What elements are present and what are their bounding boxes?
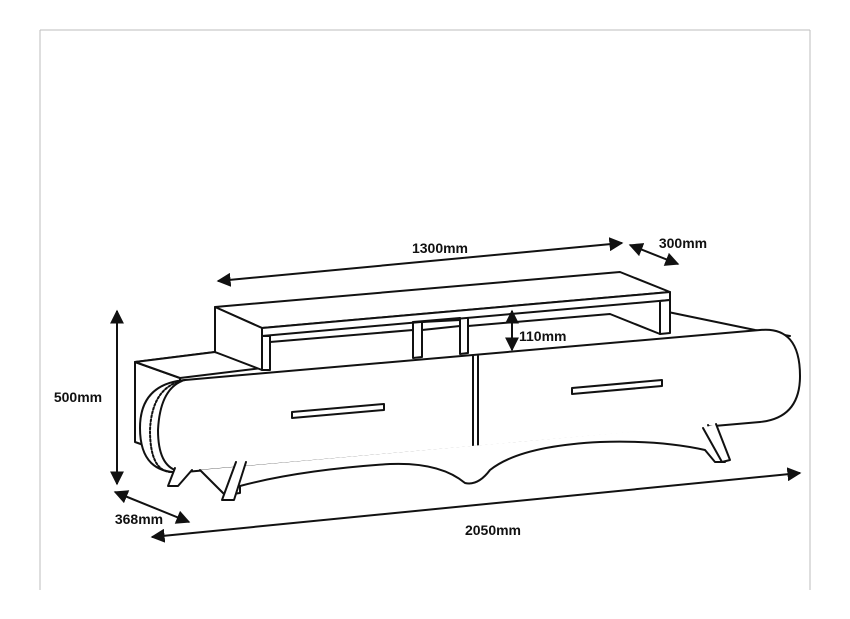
shelf-depth-label: 300mm [659,235,707,251]
right-leg [702,423,731,463]
total-width-arrow [150,467,802,543]
shelf-partition-1 [412,321,423,359]
shelf-inner-box [412,317,461,323]
shelf-width-label: 1300mm [412,240,468,256]
shelf-front-left [261,335,271,371]
page-frame [39,29,811,590]
total-height-label: 500mm [54,389,102,405]
body-left-edge-2 [157,380,183,472]
dimension-arrows [110,237,802,543]
depth-label: 368mm [115,511,163,527]
shelf-partition-2 [459,317,469,355]
shelf-right-side [659,299,671,335]
shelf-width-arrow [216,237,624,287]
right-drawer-handle [571,379,663,395]
left-drawer-handle [291,403,385,419]
total-width-label: 2050mm [465,522,521,538]
shelf-height-label: 110mm [519,328,566,344]
tv-stand-drawing [134,271,801,501]
shelf-depth-arrow [628,243,680,266]
body-left-edge [149,379,186,473]
